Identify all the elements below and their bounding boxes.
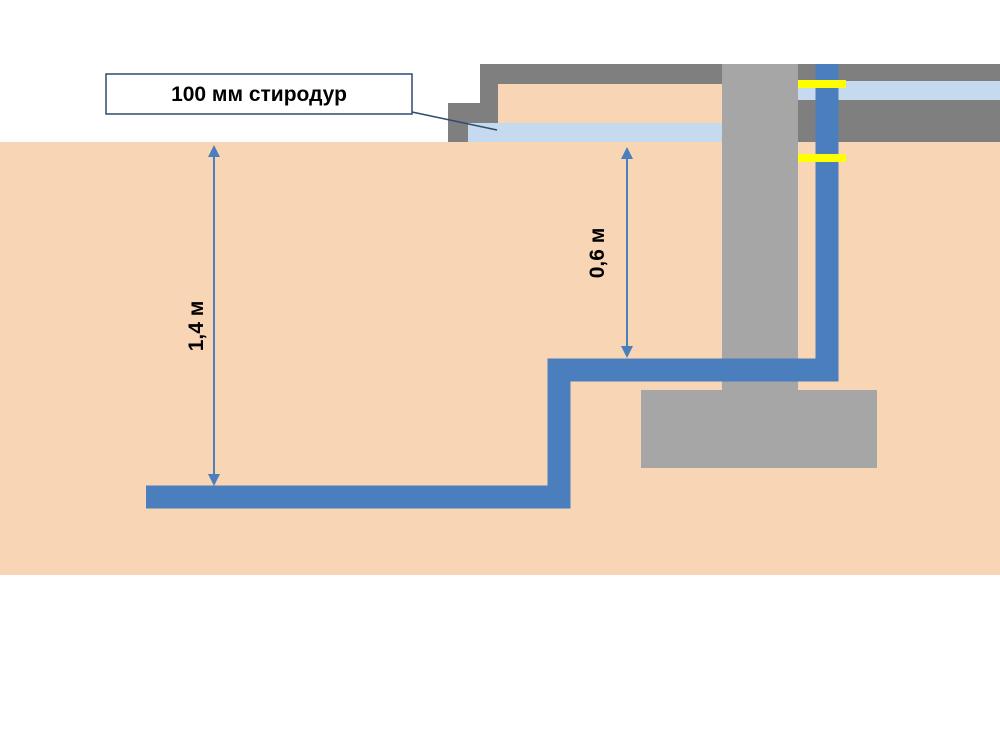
dimension-arrow-bottom-total (208, 474, 220, 486)
depth-total-label: 1,4 м (185, 301, 208, 352)
pipe-clamp-lower (798, 154, 846, 162)
callout-leader-line (411, 111, 498, 131)
foundation-footing (641, 390, 877, 468)
callout-box (105, 73, 413, 115)
interior-insulation-band (798, 81, 1000, 100)
water-pipe (146, 64, 839, 509)
dimension-arrow-top-insulated (621, 147, 633, 159)
foundation-wall (722, 64, 798, 390)
insulation-layer (468, 123, 722, 142)
dimension-arrow-bottom-insulated (621, 346, 633, 358)
pipe-clamp-upper (798, 80, 846, 88)
ground-soil (0, 142, 1000, 575)
dimension-arrow-top-total (208, 145, 220, 157)
insulation-callout-label: 100 мм стиродур (171, 83, 347, 106)
depth-insulated-label: 0,6 м (586, 228, 609, 279)
